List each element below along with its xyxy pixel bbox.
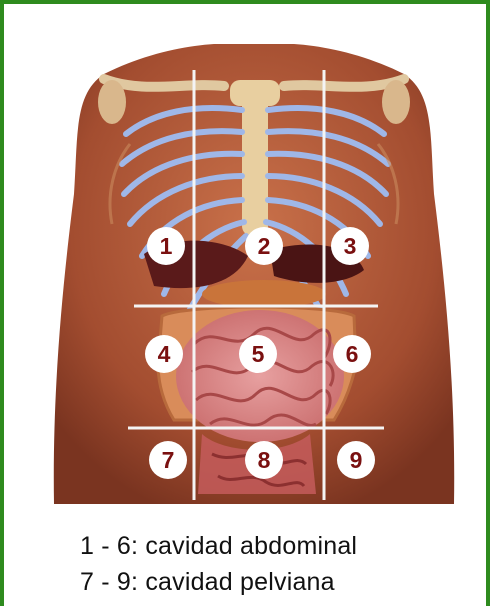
shoulder-joint-left — [98, 80, 126, 124]
sternum — [242, 86, 268, 236]
region-label-6: 6 — [346, 341, 359, 367]
region-marker-9: 9 — [337, 441, 375, 479]
region-marker-7: 7 — [149, 441, 187, 479]
region-marker-1: 1 — [147, 227, 185, 265]
caption-abdominal: 1 - 6: cavidad abdominal — [80, 531, 480, 561]
pancreas — [202, 280, 326, 308]
region-marker-4: 4 — [145, 335, 183, 373]
region-marker-6: 6 — [333, 335, 371, 373]
region-label-3: 3 — [344, 233, 357, 259]
region-label-5: 5 — [252, 341, 265, 367]
region-marker-3: 3 — [331, 227, 369, 265]
shoulder-joint-right — [382, 80, 410, 124]
torso-svg: 1 2 3 4 5 6 7 8 — [34, 24, 474, 508]
region-marker-5: 5 — [239, 335, 277, 373]
region-label-9: 9 — [350, 447, 363, 473]
region-label-4: 4 — [158, 341, 171, 367]
region-label-2: 2 — [258, 233, 271, 259]
caption-pelvic: 7 - 9: cavidad pelviana — [80, 567, 480, 597]
region-label-7: 7 — [162, 447, 175, 473]
region-marker-2: 2 — [245, 227, 283, 265]
region-label-1: 1 — [160, 233, 173, 259]
region-label-8: 8 — [258, 447, 271, 473]
manubrium — [230, 80, 280, 106]
torso-illustration: 1 2 3 4 5 6 7 8 — [34, 24, 474, 508]
region-marker-8: 8 — [245, 441, 283, 479]
